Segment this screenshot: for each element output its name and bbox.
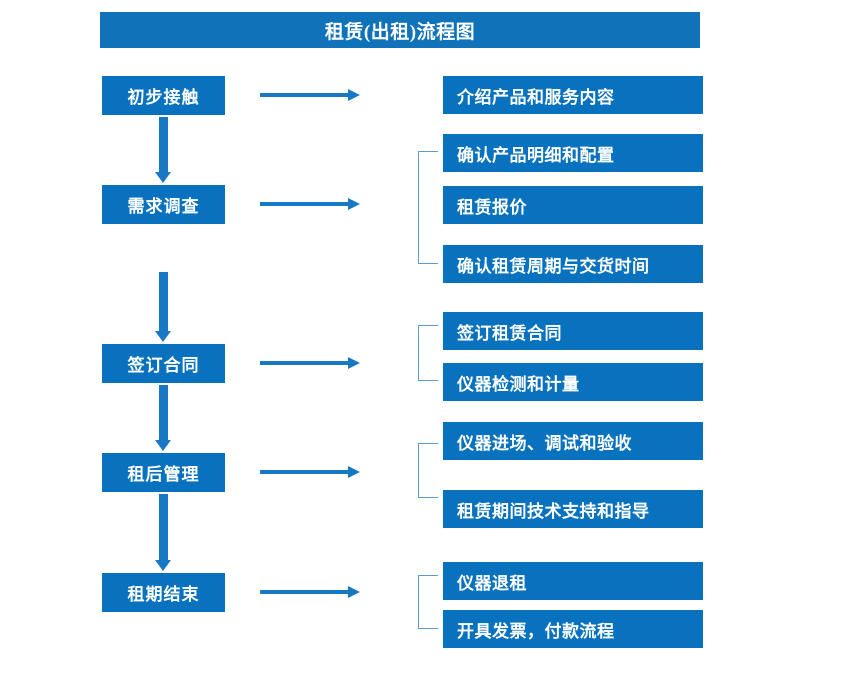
vertical-arrow-4-shaft (159, 494, 168, 560)
horizontal-arrow-3-shaft (260, 361, 350, 365)
vertical-arrow-3 (155, 385, 171, 451)
detail-node-10[interactable]: 开具发票，付款流程 (443, 610, 703, 648)
stage-node-4[interactable]: 租后管理 (102, 453, 225, 492)
group-bracket-1 (418, 151, 438, 264)
horizontal-arrow-3-head (348, 357, 360, 369)
detail-node-5[interactable]: 签订租赁合同 (443, 312, 703, 350)
stage-node-2[interactable]: 需求调查 (102, 185, 225, 224)
vertical-arrow-3-shaft (159, 385, 168, 440)
detail-node-6[interactable]: 仪器检测和计量 (443, 363, 703, 401)
vertical-arrow-4 (155, 494, 171, 571)
vertical-arrow-1-shaft (159, 117, 168, 172)
horizontal-arrow-1-shaft (260, 93, 350, 97)
detail-node-2[interactable]: 确认产品明细和配置 (443, 134, 703, 172)
detail-node-9[interactable]: 仪器退租 (443, 562, 703, 600)
horizontal-arrow-2-shaft (260, 202, 350, 206)
horizontal-arrow-2-head (348, 198, 360, 210)
stage-node-3[interactable]: 签订合同 (102, 344, 225, 383)
horizontal-arrow-1-head (348, 89, 360, 101)
detail-node-1[interactable]: 介绍产品和服务内容 (443, 76, 703, 114)
detail-node-4[interactable]: 确认租赁周期与交货时间 (443, 245, 703, 283)
vertical-arrow-2-shaft (159, 272, 168, 331)
stage-node-5[interactable]: 租期结束 (102, 573, 225, 612)
vertical-arrow-3-head (155, 440, 171, 451)
horizontal-arrow-5-head (348, 586, 360, 598)
vertical-arrow-2 (155, 272, 171, 342)
diagram-title: 租赁(出租)流程图 (100, 12, 700, 48)
group-bracket-4 (418, 575, 438, 629)
vertical-arrow-4-head (155, 560, 171, 571)
horizontal-arrow-4-head (348, 466, 360, 478)
group-bracket-2 (418, 325, 438, 381)
group-bracket-3 (418, 443, 438, 498)
vertical-arrow-2-head (155, 331, 171, 342)
stage-node-1[interactable]: 初步接触 (102, 76, 225, 115)
horizontal-arrow-5-shaft (260, 590, 350, 594)
vertical-arrow-1-head (155, 172, 171, 183)
horizontal-arrow-4-shaft (260, 470, 350, 474)
vertical-arrow-1 (155, 117, 171, 183)
detail-node-7[interactable]: 仪器进场、调试和验收 (443, 422, 703, 460)
detail-node-8[interactable]: 租赁期间技术支持和指导 (443, 490, 703, 528)
detail-node-3[interactable]: 租赁报价 (443, 186, 703, 224)
